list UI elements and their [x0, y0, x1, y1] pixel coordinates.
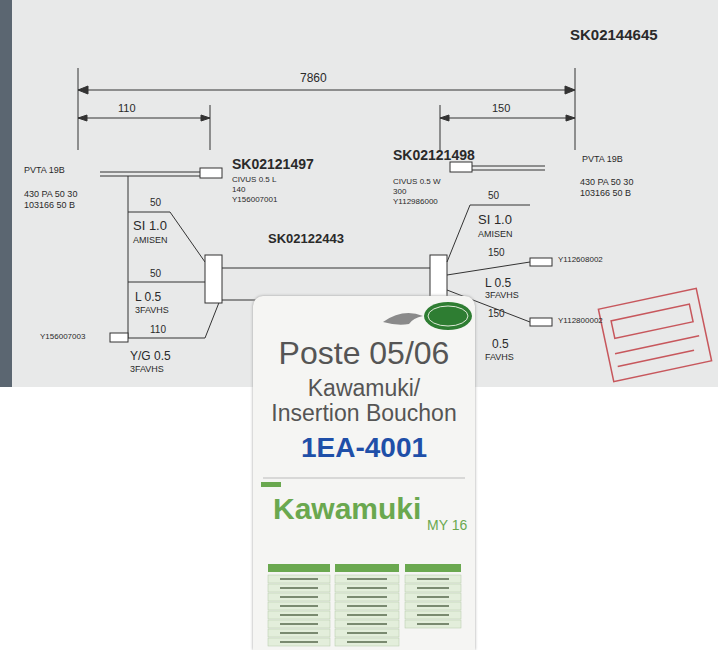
station-card: Poste 05/06Kawamuki/ Insertion Bouchon 1E…	[253, 296, 475, 650]
dimension: 150	[492, 102, 510, 114]
terminal-code: 430 PA 50 30	[24, 190, 77, 200]
terminal-code: PVTA 19B	[24, 166, 65, 176]
wire-spec: L 0.5	[485, 277, 511, 290]
part-number: Y156007003	[40, 333, 85, 342]
wire-spec: Y/G 0.5	[130, 350, 171, 363]
wire-spec: L 0.5	[135, 291, 161, 304]
terminal-code: 103166 50 B	[24, 201, 75, 211]
part-number: Y112986000	[393, 198, 438, 207]
operation-code: 1EA-4001	[253, 433, 475, 464]
wire-length: 50	[488, 190, 499, 201]
part-number: SK02121498	[393, 148, 475, 163]
part-number: Y112608002	[558, 256, 603, 265]
wire-length: 150	[488, 308, 505, 319]
wire-type: AMISEN	[478, 230, 513, 240]
operation-name: Kawamuki/ Insertion Bouchon	[264, 376, 464, 427]
wire-type: FAVHS	[485, 353, 514, 363]
wire-spec: 0.5	[492, 338, 509, 351]
wire-spec: CIVUS 0.5 L	[232, 176, 276, 185]
wire-length: 140	[232, 186, 245, 195]
part-number: Y156007001	[232, 196, 277, 205]
wire-type: 3FAVHS	[485, 291, 519, 301]
wire-type: 3FAVHS	[130, 365, 164, 375]
wire-type: 3FAVHS	[135, 306, 169, 316]
sheet-number: SK02144645	[570, 27, 658, 44]
wire-spec: SI 1.0	[478, 213, 512, 227]
dimension: 110	[118, 102, 136, 114]
terminal-code: 103166 50 B	[580, 189, 631, 199]
part-number: Y112800002	[558, 317, 603, 326]
wire-length: 300	[393, 188, 406, 197]
part-number: SK02121497	[232, 157, 314, 172]
wire-spec: CIVUS 0.5 W	[393, 178, 441, 187]
machine-name: Kawamuki	[273, 492, 423, 525]
wire-type: AMISEN	[133, 236, 168, 246]
wire-spec: SI 1.0	[133, 219, 167, 233]
wire-length: 110	[150, 324, 166, 335]
wire-length: 50	[150, 197, 161, 208]
station-title: Poste 05/06	[253, 336, 475, 371]
model-year: MY 16	[427, 518, 473, 533]
wire-length: 150	[488, 247, 505, 258]
part-number: SK02122443	[268, 232, 344, 246]
wire-length: 50	[150, 268, 161, 279]
dimension: 7860	[300, 72, 327, 85]
terminal-code: PVTA 19B	[582, 155, 623, 165]
terminal-code: 430 PA 50 30	[580, 178, 633, 188]
